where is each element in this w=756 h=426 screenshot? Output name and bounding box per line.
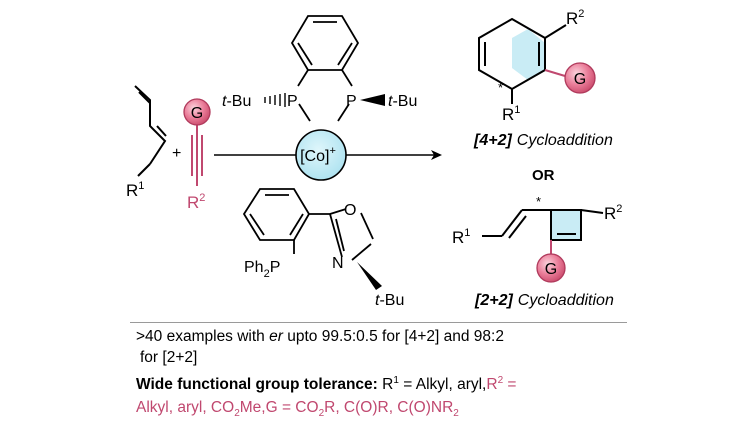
phosphorus-left-label: P [287,93,298,110]
product-22-stereo-mark: * [536,194,541,209]
solid-wedge-bond [360,94,385,106]
plus-sign: + [172,145,181,162]
phox-oxygen-label: O [344,202,356,219]
diene-r1-label: R1 [126,180,144,200]
ph2p-label: Ph2P [244,259,280,280]
reaction-scheme: R1 + G R2 [Co]+ P P [126,8,622,309]
alkyne-group-label: G [191,105,203,122]
caption-divider [130,322,627,323]
cyclobutene-ring [550,209,582,241]
cyclohexadiene-g-bond [544,69,566,77]
alkyne-group-ball [183,98,211,126]
alkyne-r2-label: R2 [187,192,205,212]
or-label: OR [532,167,555,184]
product-42-stereo-mark: * [498,80,503,95]
cobalt-catalyst-circle [295,129,347,181]
phox-tbu-label: t-Bu [375,292,404,309]
product-42-caption: [4+2]Cycloaddition [473,132,613,149]
tbu-right-label: t-Bu [388,93,417,110]
product-22-group-ball [536,253,566,283]
phox-nitrogen-label: N [332,255,344,272]
alkyne-reactant [191,125,203,186]
bisphosphine-ligand [290,15,360,122]
tolerance-line: Wide functional group tolerance: R1 = Al… [136,375,517,394]
diene-reactant [134,85,167,177]
cyclohexadiene-ring [478,17,567,104]
cyclobutene-fill-square [551,210,581,240]
product-42-r2-label: R2 [566,8,584,28]
substituent-line: Alkyl, aryl, CO2Me,G = CO2R, C(O)R, C(O)… [136,399,459,420]
cobalt-catalyst-label: [Co]+ [300,145,336,165]
examples-line: >40 examples with er upto 99.5:0.5 for [… [136,328,504,345]
product-22-r2-label: R2 [604,203,622,223]
product-42-r1-label: R1 [502,104,520,124]
phosphorus-right-label: P [346,93,357,110]
phox-wedge-bond [357,262,382,290]
tbu-left-label: t-Bu [222,93,251,110]
summary-caption: >40 examples with er upto 99.5:0.5 for [… [136,326,636,424]
product-42-group-label: G [574,71,586,88]
product-22-caption: [2+2]Cycloaddition [474,292,614,309]
phox-ligand [242,188,374,261]
product-22-r1-label: R1 [452,227,470,247]
product-42-group-ball [564,62,596,94]
examples-line-continued: for [2+2] [140,349,198,366]
cyclohexadiene-fill [512,29,545,80]
product-22-group-label: G [545,261,557,278]
cyclobutene-r2-bond [580,209,604,214]
vinyl-chain [482,209,551,239]
hashed-wedge-bond [264,93,286,107]
